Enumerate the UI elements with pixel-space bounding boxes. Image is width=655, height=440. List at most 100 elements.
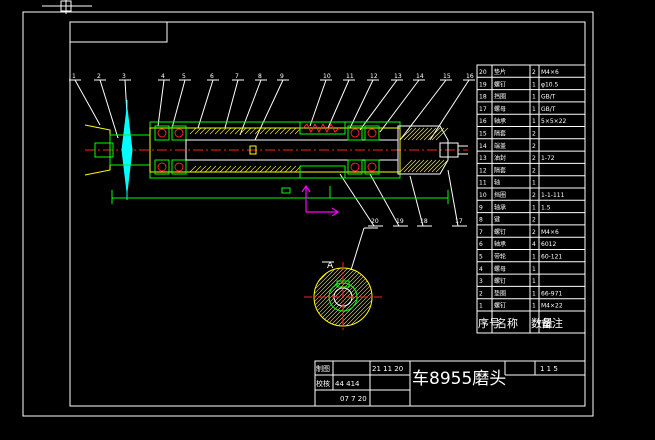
title-row2-label: 校核	[316, 379, 330, 388]
bom-cell: 挡圈	[494, 93, 506, 101]
bom-cell: 3	[479, 278, 483, 285]
bom-cell: 11	[479, 180, 487, 187]
bom-cell: 2	[532, 143, 536, 150]
bom-cell: M4×6	[541, 69, 559, 76]
bom-header-cell: 名称	[496, 316, 518, 330]
bom-cell: 1.5	[541, 204, 551, 211]
bom-cell: 螺母	[494, 105, 506, 113]
bom-cell: 1	[479, 303, 483, 310]
bom-cell: 5	[479, 254, 483, 261]
bom-cell: 18	[479, 94, 487, 101]
bom-cell: 1	[532, 204, 536, 211]
bom-cell: 1-72	[541, 155, 555, 162]
bom-cell: 8	[479, 217, 483, 224]
bom-cell: 19	[479, 81, 487, 88]
section-label: A	[327, 261, 334, 271]
bom-cell: 轴	[494, 179, 500, 187]
bom-cell: 轴承	[494, 240, 506, 248]
balloon-label-top: 9	[280, 73, 284, 80]
bom-cell: 7	[479, 229, 483, 236]
balloon-label-top: 15	[443, 73, 451, 80]
bom-header-cell: 序号	[478, 316, 500, 330]
bom-row[interactable]: 4 螺母 1	[479, 265, 536, 273]
bom-cell: 1	[532, 118, 536, 125]
balloon-label-bottom: 17	[455, 218, 463, 225]
balloon-label-bottom: 18	[420, 218, 428, 225]
bom-row[interactable]: 11 轴 1	[479, 179, 536, 187]
balloon-label-top: 6	[210, 73, 214, 80]
bom-cell: 1	[532, 180, 536, 187]
bom-cell: 隔套	[494, 166, 506, 174]
bom-cell: 1	[532, 303, 536, 310]
bom-row[interactable]: 8 键 2	[479, 216, 536, 224]
bom-cell: 端盖	[494, 142, 506, 150]
bom-cell: 1	[532, 290, 536, 297]
bom-cell: 9	[479, 204, 483, 211]
balloon-label-top: 2	[97, 73, 101, 80]
title-row1-label: 制图	[316, 364, 330, 373]
bom-header-cell: 备注	[541, 316, 563, 330]
balloon-label-top: 13	[394, 73, 402, 80]
bom-cell: 66-971	[541, 290, 562, 297]
title-scale: 1 1 5	[540, 365, 558, 373]
bom-row[interactable]: 3 螺钉 1	[479, 277, 536, 285]
outer-border	[22, 11, 594, 417]
bom-cell: 隔套	[494, 130, 506, 138]
drawing-title: 车8955磨头	[412, 369, 506, 389]
balloon-label-top: 3	[122, 73, 126, 80]
title-block: 制图 21 11 20 校核 44 414 07 7 20 车8955磨头 1 …	[314, 360, 586, 407]
bom-row[interactable]: 14 端盖 2	[479, 142, 536, 150]
title-row2-value: 44 414	[335, 380, 360, 388]
bom-header-cell: 数量	[531, 317, 553, 330]
bom-cell: 螺母	[494, 265, 506, 273]
balloon-label-bottom: 19	[396, 218, 404, 225]
bom-cell: M4×6	[541, 229, 559, 236]
bom-cell: 键	[494, 216, 500, 224]
bom-cell: 16	[479, 118, 487, 125]
ucs-crosshair-icon	[42, 0, 92, 14]
bom-cell: 20	[479, 69, 487, 76]
balloon-label-top: 14	[416, 73, 424, 80]
spindle-assembly[interactable]	[84, 100, 468, 204]
bom-cell: 1	[532, 266, 536, 273]
bom-cell: 4	[479, 266, 483, 273]
bom-cell: 螺钉	[494, 277, 506, 285]
bom-cell: 2	[532, 192, 536, 199]
bom-cell: 1	[532, 278, 536, 285]
bom-cell: 带轮	[494, 253, 506, 261]
bom-cell: 螺钉	[494, 302, 506, 310]
bom-cell: 5×5×22	[541, 118, 567, 125]
bom-cell: 2	[532, 217, 536, 224]
balloon-label-top: 1	[72, 73, 76, 80]
bom-cell: 17	[479, 106, 487, 113]
bom-cell: 15	[479, 131, 487, 138]
bom-cell: 6	[479, 241, 483, 248]
bom-cell: 1	[532, 94, 536, 101]
bom-cell: 2	[532, 229, 536, 236]
bom-cell: φ10.5	[541, 81, 559, 88]
balloon-label-top: 7	[235, 73, 239, 80]
title-row1-date: 21 11 20	[372, 365, 403, 373]
bom-cell: 14	[479, 143, 487, 150]
section-view[interactable]: A	[273, 227, 409, 332]
bom-cell: GB/T	[541, 106, 556, 113]
bom-cell: 垫片	[494, 68, 506, 76]
